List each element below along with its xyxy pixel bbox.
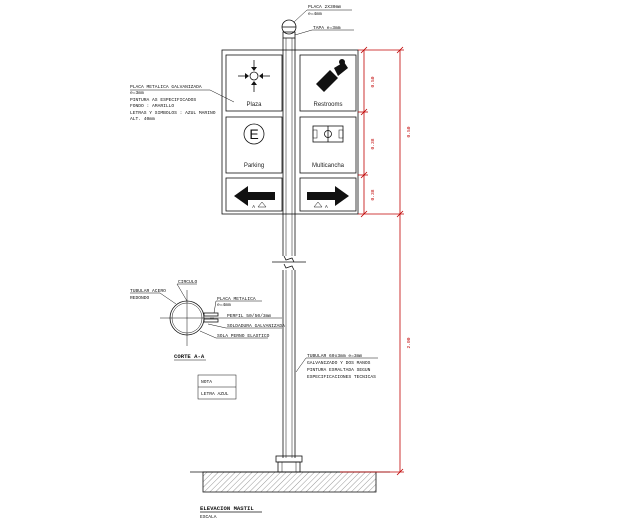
foundation xyxy=(190,471,390,493)
section-a-a: CIRCULO TUBULAR ACERO REDONDO PLACA META… xyxy=(130,279,285,361)
panel-note-2: e=3mm xyxy=(130,90,144,96)
sign-arrow-left xyxy=(225,177,283,212)
section-circle-label: CIRCULO xyxy=(178,279,198,285)
section-perfil: PERFIL 50/50/3mm xyxy=(227,313,271,319)
panel-notes: PLACA METALICA GALVANIZADA e=3mm PINTURA… xyxy=(130,84,235,122)
label-multicancha: Multicancha xyxy=(312,163,345,169)
panel-note-5: LETRAS Y SIMBOLOS : AZUL MARINO xyxy=(130,110,216,116)
dimension-lines: 0.50 0.38 0.38 0.50 2.00 xyxy=(340,46,412,476)
parking-icon: E xyxy=(243,123,265,145)
label-plaza: Plaza xyxy=(246,102,262,108)
arrow-right-icon xyxy=(307,186,349,206)
panel-note-1: PLACA METALICA GALVANIZADA xyxy=(130,84,202,90)
panel-note-4: FONDO : AMARILLO xyxy=(130,103,174,109)
arrow-tag-left: A xyxy=(252,204,255,210)
section-tube-label-2: REDONDO xyxy=(130,295,150,301)
pole-note-2: GALVANIZADO Y DOS MANOS xyxy=(307,360,371,366)
section-placa-2: e=4mm xyxy=(217,302,231,308)
dim-d2: 0.38 xyxy=(370,138,376,149)
panel-note-3: PINTURA AS ESPECIFICADOS xyxy=(130,97,196,103)
title-sub: ESCALA xyxy=(200,514,217,520)
title-main: ELEVACION MASTIL xyxy=(200,505,254,512)
restroom-icon xyxy=(316,59,348,92)
section-tube-label-1: TUBULAR ACERO xyxy=(130,288,166,294)
sign-plaza xyxy=(225,54,283,112)
pole-break-symbol xyxy=(272,255,306,271)
section-perno: SOLA PERNO ELASTICO xyxy=(217,333,270,339)
label-restrooms: Restrooms xyxy=(313,102,342,108)
arrow-left-icon xyxy=(234,186,275,206)
pole-base-plate xyxy=(275,455,303,463)
sign-panel-frame xyxy=(221,49,359,215)
pole-note-4: ESPECIFICACIONES TECNICAS xyxy=(307,374,376,380)
meeting-point-icon xyxy=(238,60,270,92)
section-title: CORTE A-A xyxy=(174,353,205,360)
pole-note-1: TUBULAR 60x3mm e=3mm xyxy=(307,353,362,359)
arrow-tag-right: A xyxy=(325,204,328,210)
plate-line1: PLACA 2X30mm xyxy=(308,4,341,10)
dim-d3: 0.38 xyxy=(370,189,376,200)
panel-note-6: ALT. 40mm xyxy=(130,116,155,122)
legend-line-2: LETRA AZUL xyxy=(201,391,229,397)
drawing-title: ELEVACION MASTIL ESCALA xyxy=(200,505,262,520)
tapa-label: TAPA e=3mm xyxy=(313,25,341,31)
legend-line-1: NOTA xyxy=(201,379,212,385)
sign-parking xyxy=(225,116,283,174)
sports-court-icon xyxy=(312,125,344,143)
pole-notes: TUBULAR 60x3mm e=3mm GALVANIZADO Y DOS M… xyxy=(295,353,378,380)
legend-box: NOTA LETRA AZUL xyxy=(197,374,237,400)
pole-note-3: PINTURA ESMALTADA SEGUN xyxy=(307,367,371,373)
section-soldadura: SOLDADURA GALVANIZADA xyxy=(227,323,285,329)
dim-d1: 0.50 xyxy=(370,76,376,87)
plate-callout: PLACA 2X30mm e=4mm TAPA e=3mm xyxy=(293,4,354,36)
parking-letter: E xyxy=(249,126,258,142)
pole xyxy=(272,19,306,473)
label-parking: Parking xyxy=(244,163,264,169)
sign-restrooms xyxy=(299,54,357,112)
dim-lower: 2.00 xyxy=(406,337,412,348)
sign-arrow-right xyxy=(299,177,357,212)
plate-line2: e=4mm xyxy=(308,11,322,17)
section-placa-1: PLACA METALICA xyxy=(217,296,256,302)
sign-multicancha xyxy=(299,116,357,174)
dim-total-top: 0.50 xyxy=(406,126,412,137)
